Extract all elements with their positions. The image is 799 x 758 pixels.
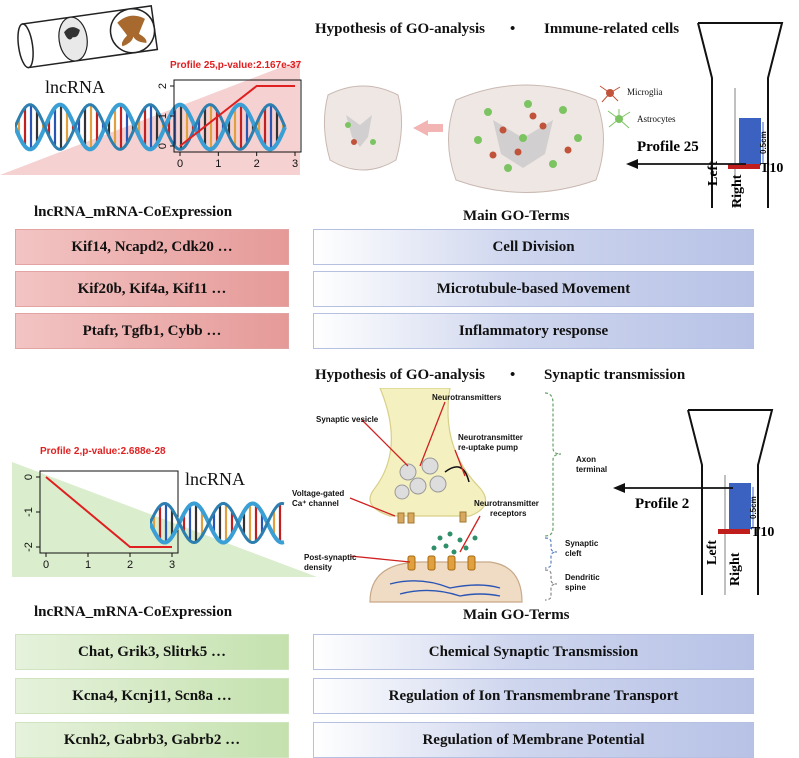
label-neurotransmitters: Neurotransmitters (432, 393, 502, 402)
label-receptors-1: Neurotransmitter (474, 499, 539, 508)
coexp-title-top: lncRNA_mRNA-CoExpression (34, 204, 233, 220)
lncrna-helix-top (15, 102, 287, 152)
bullet-top: • (510, 21, 516, 37)
profile-2-y-tick-label: -1 (23, 507, 35, 517)
astrocytes-icon (607, 109, 631, 129)
label-dend-2: spine (565, 583, 586, 592)
profile-2-y-tick-label: -2 (23, 542, 35, 552)
helix-bottom-strand (150, 501, 285, 545)
profile-2-x-tick-label: 3 (169, 559, 175, 571)
helix-top-strand (15, 103, 287, 151)
profile-2-series-line (45, 476, 172, 548)
scale-label-top: 0.5cm (759, 131, 768, 154)
label-post-1: Post-synaptic (304, 553, 357, 562)
gene-box-bottom-3: Kcnh2, Gabrb3, Gabrb2 … (15, 722, 289, 758)
label-vg-1: Voltage-gated (292, 489, 344, 498)
label-post-2: density (304, 563, 333, 572)
profile-2-arrow (613, 483, 733, 493)
profile-25-x-tick-label: 2 (254, 158, 260, 170)
label-cleft-1: Synaptic (565, 539, 599, 548)
helix-top-strand (15, 102, 287, 152)
coexp-title-bottom: lncRNA_mRNA-CoExpression (34, 604, 233, 620)
label-vg-2: Ca⁺ channel (292, 499, 339, 508)
category-immune: Immune-related cells (544, 21, 680, 37)
profile-2-wedge (12, 462, 317, 577)
gene-box-top-1: Kif14, Ncapd2, Cdk20 … (15, 229, 289, 265)
lncrna-helix-bottom (150, 501, 285, 545)
main-go-title-top: Main GO-Terms (463, 208, 570, 224)
profile-2-label: Profile 2 (635, 496, 690, 512)
profile-25-x-tick-label: 1 (215, 158, 221, 170)
legend-astrocytes: Astrocytes (637, 114, 676, 124)
profile-25-arrow (626, 159, 746, 169)
label-reuptake-1: Neurotransmitter (458, 433, 523, 442)
profile-2-x-tick-label: 1 (85, 559, 91, 571)
gene-box-top-3: Ptafr, Tgfb1, Cybb … (15, 313, 289, 349)
go-term-bottom-1: Chemical Synaptic Transmission (313, 634, 754, 670)
spinal-section-illustration (323, 84, 604, 193)
bullet-bottom: • (510, 367, 516, 383)
go-term-top-3: Inflammatory response (313, 313, 754, 349)
helix-bottom-strand (150, 501, 285, 545)
profile-25-x-tick-label: 3 (292, 158, 298, 170)
hypothesis-title-top: Hypothesis of GO-analysis (315, 21, 486, 37)
hypothesis-title-bottom: Hypothesis of GO-analysis (315, 367, 486, 383)
go-term-bottom-3: Regulation of Membrane Potential (313, 722, 754, 758)
profile-2-x-tick-label: 0 (43, 559, 49, 571)
label-receptors-2: receptors (490, 509, 527, 518)
gene-box-bottom-2: Kcna4, Kcnj11, Scn8a … (15, 678, 289, 714)
lncrna-label: lncRNA (45, 77, 105, 97)
microglia-icon (599, 85, 621, 103)
label-dend-1: Dendritic (565, 573, 600, 582)
gene-box-bottom-1: Chat, Grik3, Slitrk5 … (15, 634, 289, 670)
profile-25-plot-frame (173, 79, 302, 153)
gene-box-top-2: Kif20b, Kif4a, Kif11 … (15, 271, 289, 307)
profile-25-y-tick-label: 0 (157, 143, 169, 149)
category-synaptic: Synaptic transmission (544, 367, 686, 383)
profile-25-chart: 0 1 2 3 0 1 2 (157, 79, 302, 170)
label-synaptic-vesicle: Synaptic vesicle (316, 415, 379, 424)
t10-label-bottom: T10 (751, 525, 775, 540)
spinal-tube-diagram-bottom: 0.5cm (687, 409, 774, 595)
right-label-bottom: Right (728, 552, 743, 586)
legend-microglia: Microglia (627, 87, 663, 97)
spinal-tube-diagram-top: 0.5cm (697, 22, 784, 208)
profile-25-series-line (179, 85, 295, 147)
synapse-illustration: Neurotransmitters Synaptic vesicle Neuro… (292, 388, 607, 603)
profile-2-y-tick-label: 0 (23, 474, 35, 480)
lncrna-label-bottom: lncRNA (185, 469, 245, 489)
right-label-top: Right (730, 174, 745, 208)
profile-25-title: Profile 25,p-value:2.167e-37 (170, 60, 302, 71)
profile-25-y-tick-label: 1 (157, 113, 169, 119)
scale-label-bottom: 0.5cm (749, 496, 758, 519)
go-term-top-1: Cell Division (313, 229, 754, 265)
profile-25-y-tick-label: 2 (157, 83, 169, 89)
profile-2-x-tick-label: 2 (127, 559, 133, 571)
label-axon-1: Axon (576, 455, 596, 464)
profile-2-title: Profile 2,p-value:2.688e-28 (40, 446, 166, 457)
t10-label-top: T10 (760, 161, 784, 176)
go-term-top-2: Microtubule-based Movement (313, 271, 754, 307)
profile-25-x-tick-label: 0 (177, 158, 183, 170)
label-axon-2: terminal (576, 465, 607, 474)
go-term-bottom-2: Regulation of Ion Transmembrane Transpor… (313, 678, 754, 714)
spinal-cord-illustration (17, 5, 159, 69)
main-go-title-bottom: Main GO-Terms (463, 607, 570, 623)
profile-2-chart: 0 1 2 3 0 -1 -2 (23, 470, 179, 571)
profile-25-label: Profile 25 (637, 139, 699, 155)
left-label-bottom: Left (705, 540, 720, 565)
label-cleft-2: cleft (565, 549, 582, 558)
label-reuptake-2: re-uptake pump (458, 443, 518, 452)
